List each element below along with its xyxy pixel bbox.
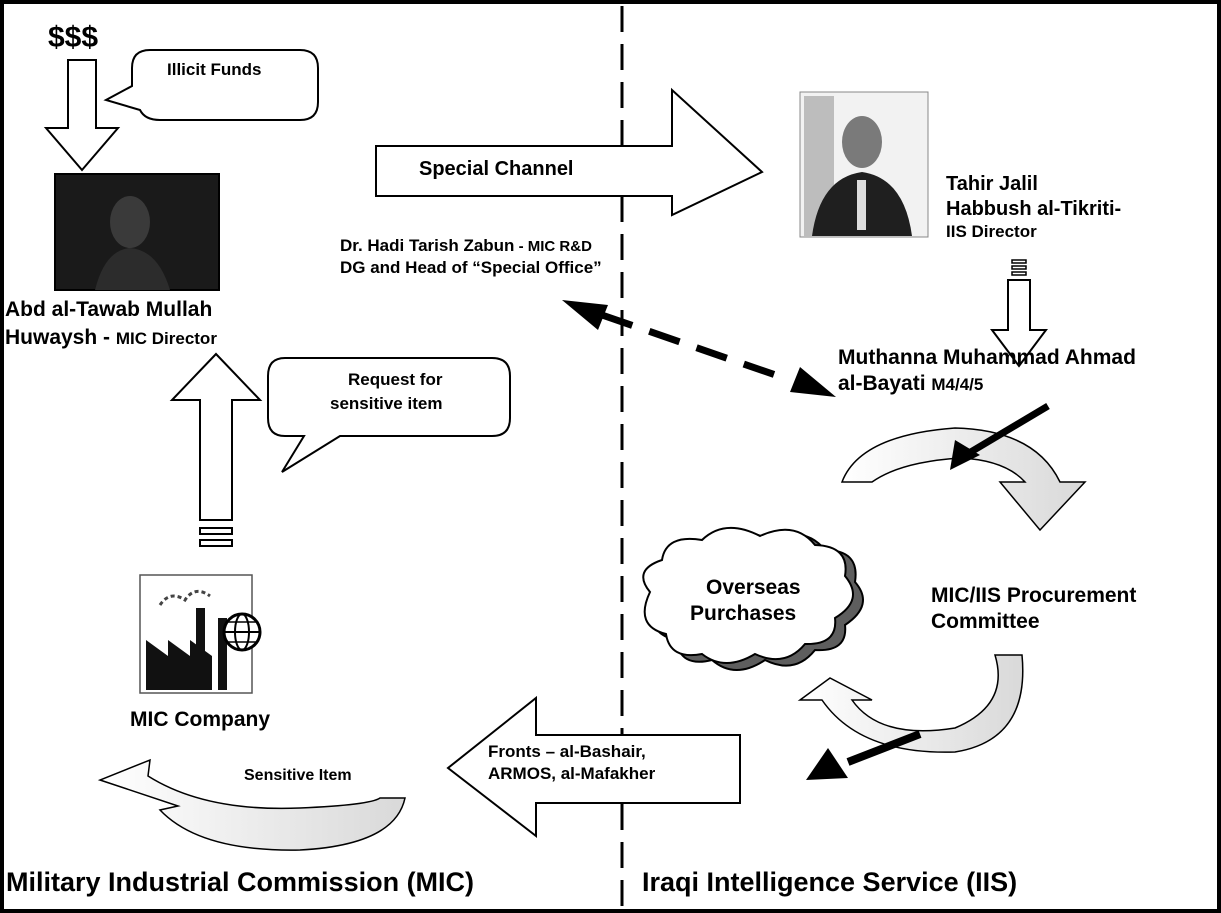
funds-down-arrow — [43, 59, 121, 172]
request-callout — [267, 357, 511, 473]
special-channel-label: Special Channel — [419, 158, 574, 180]
habbush-photo-shirt — [857, 180, 866, 230]
zabun-line1: Dr. Hadi Tarish Zabun - MIC R&D — [340, 236, 592, 256]
overseas-label-line2: Purchases — [690, 602, 797, 625]
zabun-line2: DG and Head of “Special Office” — [340, 258, 602, 277]
huwaysh-line1: Abd al-Tawab Mullah — [5, 298, 213, 321]
habbush-line2: Habbush al-Tikriti- — [946, 198, 1122, 220]
habbush-line3: IIS Director — [946, 222, 1037, 241]
special-channel-arrow — [375, 87, 764, 217]
bayati-code: M4/4/5 — [931, 375, 984, 394]
money-label: $$$ — [48, 21, 99, 54]
globe-icon — [222, 612, 262, 652]
liaison-dashed-arrow — [562, 300, 836, 397]
committee-line2: Committee — [931, 610, 1040, 633]
bayati-line1: Muthanna Muhammad Ahmad — [838, 346, 1136, 369]
huwaysh-name: Huwaysh - — [5, 326, 116, 349]
fronts-arrow — [446, 695, 741, 839]
committee-curved-arrow — [797, 654, 1024, 753]
huwaysh-role: MIC Director — [115, 329, 217, 348]
huwaysh-line2: Huwaysh - MIC Director — [5, 325, 217, 350]
footer-mic: Military Industrial Commission (MIC) — [6, 867, 475, 897]
illicit-funds-label: Illicit Funds — [167, 60, 262, 79]
habbush-photo-head — [842, 116, 882, 168]
overseas-label-line1: Overseas — [706, 576, 801, 599]
request-label-line1: Request for — [348, 370, 443, 389]
zabun-name: Dr. Hadi Tarish Zabun — [340, 236, 515, 255]
huwaysh-photo-head — [110, 196, 150, 248]
zabun-role: - MIC R&D — [514, 238, 592, 255]
sensitive-item-curved-arrow — [97, 758, 406, 851]
committee-black-pointer — [846, 730, 922, 766]
overseas-cloud — [642, 526, 864, 671]
habbush-line1: Tahir Jalil — [946, 173, 1038, 195]
huwaysh-photo-body — [95, 248, 170, 290]
committee-black-pointer-head — [806, 748, 848, 780]
sensitive-item-label: Sensitive Item — [244, 767, 352, 784]
footer-iis: Iraqi Intelligence Service (IIS) — [642, 867, 1018, 897]
committee-line1: MIC/IIS Procurement — [931, 584, 1137, 607]
habbush-down-arrow — [990, 259, 1048, 368]
bayati-line2: al-Bayati M4/4/5 — [838, 371, 983, 396]
bayati-name: al-Bayati — [838, 372, 932, 395]
fronts-label-line2: ARMOS, al-Mafakher — [488, 764, 656, 783]
request-up-arrow — [169, 352, 263, 547]
bayati-black-pointer-head — [950, 440, 980, 470]
fronts-label-line1: Fronts – al-Bashair, — [488, 742, 646, 761]
bayati-curved-arrow — [840, 427, 1087, 532]
bayati-black-pointer — [962, 402, 1050, 460]
illicit-funds-callout — [103, 49, 319, 121]
mic-company-label: MIC Company — [130, 708, 271, 731]
request-label-line2: sensitive item — [330, 394, 443, 413]
